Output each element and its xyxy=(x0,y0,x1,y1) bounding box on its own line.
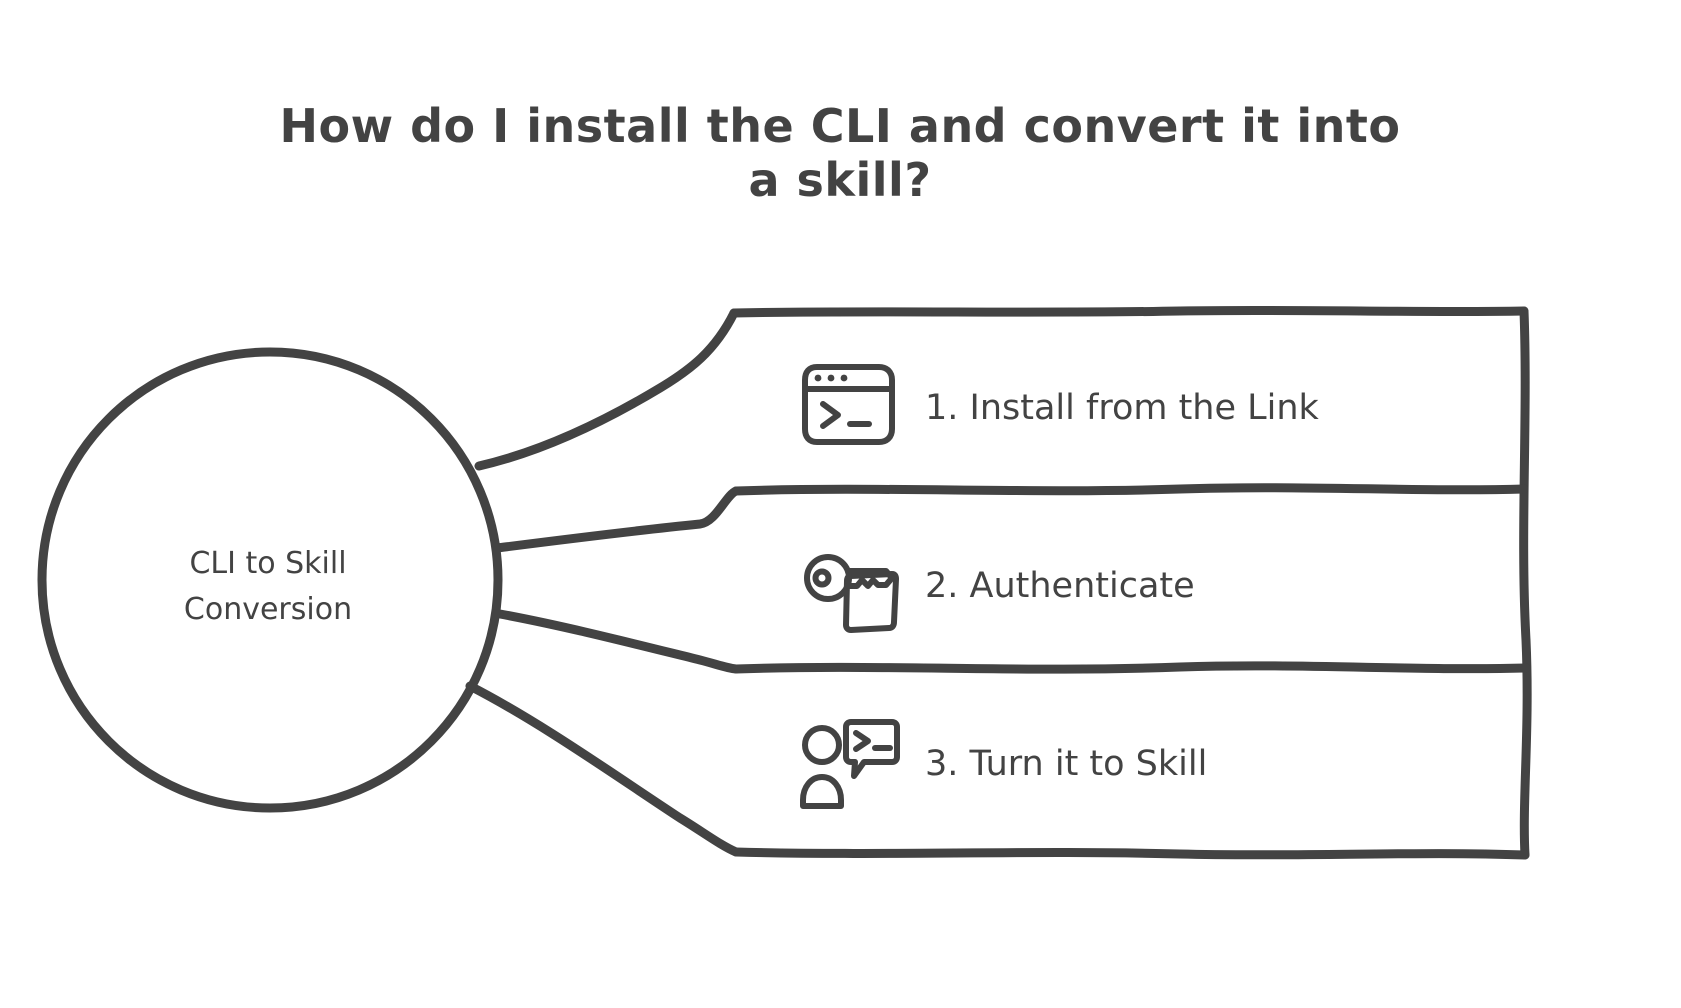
branch-row-1[interactable]: 1. Install from the Link xyxy=(802,364,1320,445)
bracket-top-edge xyxy=(729,305,1529,318)
key-bow-ring xyxy=(804,554,852,602)
branch-row-3[interactable]: 3. Turn it to Skill xyxy=(800,719,1207,809)
connector-branch-3 xyxy=(495,609,741,674)
connector-branch-2 xyxy=(492,486,741,553)
bracket-divider-2 xyxy=(731,661,1531,674)
key-bow-hole xyxy=(812,568,832,588)
branch-row-2[interactable]: 2. Authenticate xyxy=(804,554,1195,633)
bracket-bottom-edge xyxy=(731,847,1530,860)
bubble-prompt-chevron-icon xyxy=(853,730,871,752)
title-line-1: How do I install the CLI and convert it … xyxy=(279,99,1400,153)
central-node-circle xyxy=(37,347,503,813)
person-body xyxy=(800,774,844,809)
central-node[interactable]: CLI to Skill Conversion xyxy=(37,347,503,813)
terminal-dot-1 xyxy=(814,374,822,382)
bracket-divider-1 xyxy=(731,483,1529,496)
connector-branch-bottom xyxy=(465,681,741,857)
connector-branch-1 xyxy=(474,308,739,471)
key-document-icon xyxy=(804,554,899,633)
speech-bubble-shape xyxy=(843,719,900,779)
key-blade-teeth xyxy=(845,568,895,589)
title-line-2: a skill? xyxy=(748,153,931,207)
person-head xyxy=(802,725,842,765)
central-node-label-line-1: CLI to Skill xyxy=(189,546,346,581)
branch-row-3-label: 3. Turn it to Skill xyxy=(925,744,1207,784)
terminal-dot-2 xyxy=(827,374,835,382)
branch-row-1-label: 1. Install from the Link xyxy=(925,388,1320,428)
bracket-right-edge xyxy=(1519,306,1532,860)
terminal-dot-3 xyxy=(840,374,848,382)
bracket-frame xyxy=(729,305,1532,860)
terminal-prompt-chevron-icon xyxy=(820,401,841,429)
connector-group xyxy=(465,308,741,857)
central-node-label-line-2: Conversion xyxy=(184,592,352,627)
terminal-window-frame xyxy=(802,364,895,445)
person-terminal-bubble-icon xyxy=(800,719,900,809)
terminal-window-icon xyxy=(802,364,895,445)
branch-row-2-label: 2. Authenticate xyxy=(925,566,1195,606)
